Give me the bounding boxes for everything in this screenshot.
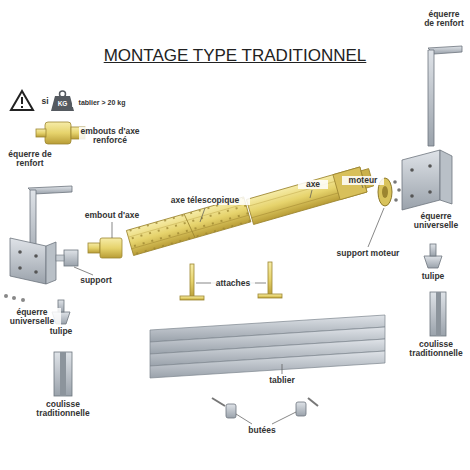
universal-bracket [402,150,452,210]
stopper [212,398,318,418]
part-label: équerre de renfort [424,10,464,29]
guide-rail [54,292,446,396]
weight-icon [51,96,74,111]
part-label: équerre universelle [3,308,61,327]
main-axle [246,165,374,225]
shutter-curtain [150,315,385,378]
part-label: tulipe [413,272,453,281]
reinforced-axle-end [36,122,85,144]
part-label: support moteur [330,249,406,258]
support-part [56,250,78,266]
weight-unit: KG [53,100,73,107]
part-label: axe [298,180,328,189]
part-label: axe télescopique [160,196,250,205]
part-label: coulisse traditionnelle [406,340,466,359]
part-label: moteur [342,176,384,185]
part-label: équerre de renfort [8,150,52,169]
attach-strap [180,262,282,300]
telescopic-axle [126,197,250,256]
part-label: attaches [211,279,255,288]
universal-bracket [4,238,56,302]
leader-line [74,180,384,424]
part-label: embout d'axe [80,211,144,220]
part-label: tablier > 20 kg [72,99,132,107]
part-label: coulisse traditionnelle [32,400,94,419]
diagram-title: MONTAGE TYPE TRADITIONNEL [0,46,470,66]
part-label: tablier [260,376,304,385]
part-label: tulipe [41,327,81,336]
part-label: embouts d'axe renforcé [79,127,141,146]
part-label: butées [240,426,284,435]
reinforcement-bracket [428,46,462,146]
part-label: si [38,97,52,106]
part-label: équerre universelle [407,212,465,231]
axle-end [88,238,122,258]
part-label: support [74,276,118,285]
tulip-guide [52,244,442,324]
warning-triangle [11,91,33,110]
